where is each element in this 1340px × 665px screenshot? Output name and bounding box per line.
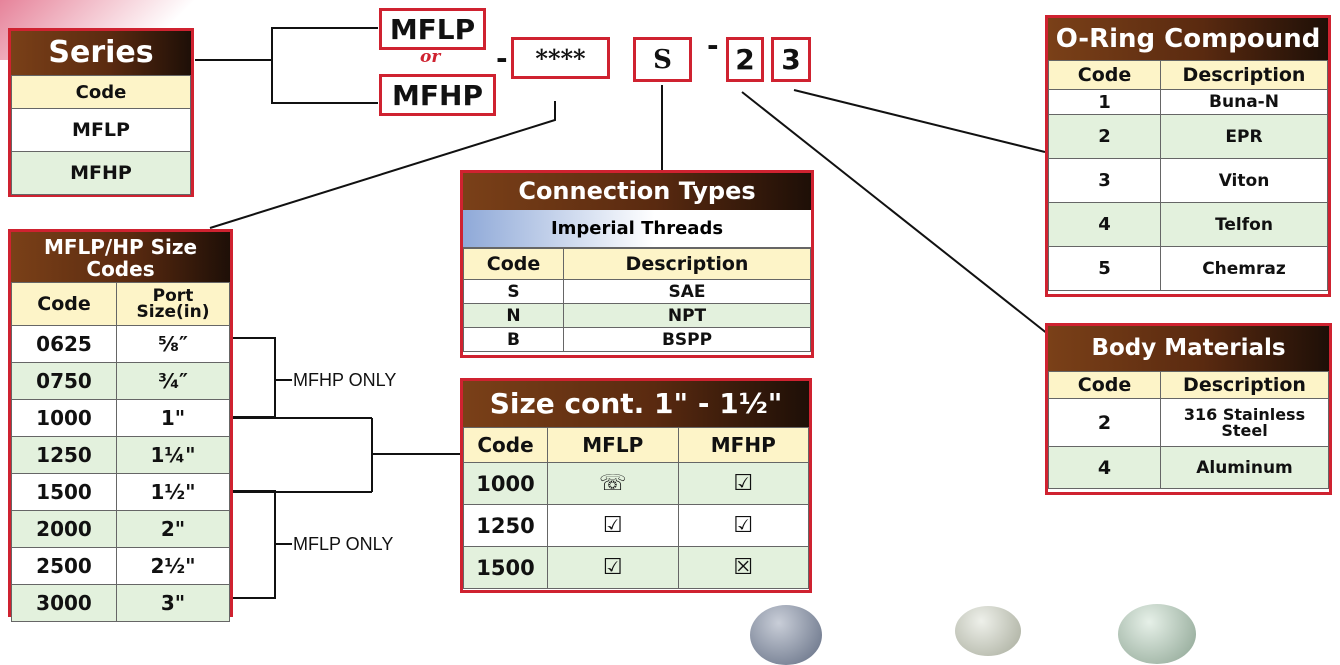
check-icon: ☑ xyxy=(547,546,679,589)
dash-2: - xyxy=(707,29,719,62)
series-table: Code MFLP MFHP xyxy=(11,75,191,195)
series-row: MFHP xyxy=(11,151,191,195)
connection-types-title: Connection Types xyxy=(463,173,811,210)
conn-code-cell: B xyxy=(463,327,564,352)
cont-code-cell: 1250 xyxy=(463,504,548,547)
oring-code-cell: 3 xyxy=(1048,158,1161,203)
conn-desc-cell: SAE xyxy=(563,279,811,304)
series-bottom-label: MFHP xyxy=(392,78,483,112)
series-box-top: MFLP xyxy=(379,8,486,50)
conn-code-cell: S xyxy=(463,279,564,304)
oring-title: O-Ring Compound xyxy=(1048,18,1328,60)
size-cont-panel: Size cont. 1" - 1½" Code MFLP MFHP 1000 … xyxy=(460,378,812,593)
conn-code-cell: N xyxy=(463,303,564,328)
size-code-value: **** xyxy=(535,43,586,73)
size-cont-table: Code MFLP MFHP 1000 ☏ ☑ 1250 ☑ ☑ 1500 ☑ … xyxy=(463,427,809,589)
body-header-code: Code xyxy=(1048,371,1161,399)
series-row: MFLP xyxy=(11,108,191,152)
oring-header-desc: Description xyxy=(1160,60,1328,90)
oring-code-cell: 4 xyxy=(1048,202,1161,247)
size-codes-title: MFLP/HP Size Codes xyxy=(11,232,230,282)
oring-header-code: Code xyxy=(1048,60,1161,90)
conn-desc-cell: NPT xyxy=(563,303,811,328)
size-code-cell: 0750 xyxy=(11,362,117,400)
imperial-threads-label: Imperial Threads xyxy=(463,210,811,248)
cont-header-mfhp: MFHP xyxy=(677,427,809,463)
size-code-cell: 2500 xyxy=(11,547,117,585)
product-image xyxy=(750,605,822,665)
oring-code-cell: 5 xyxy=(1048,246,1161,291)
cont-code-cell: 1500 xyxy=(463,546,548,589)
check-icon: ☑ xyxy=(677,504,809,547)
product-image xyxy=(955,606,1021,656)
size-code-cell: 3000 xyxy=(11,584,117,622)
size-code-cell: 1000 xyxy=(11,399,117,437)
body-code-cell: 2 xyxy=(1048,398,1161,447)
port-size-cell: 1¼" xyxy=(116,436,230,474)
conn-desc-cell: BSPP xyxy=(563,327,811,352)
phone-icon: ☏ xyxy=(547,462,679,505)
cont-header-code: Code xyxy=(463,427,548,463)
body-materials-title: Body Materials xyxy=(1048,326,1329,371)
oring-value: 3 xyxy=(781,43,801,76)
port-size-cell: 1" xyxy=(116,399,230,437)
body-code-cell: 4 xyxy=(1048,446,1161,489)
mfhp-only-note: MFHP ONLY xyxy=(293,370,397,390)
size-cont-title: Size cont. 1" - 1½" xyxy=(463,381,809,427)
cont-header-mflp: MFLP xyxy=(547,427,679,463)
product-image xyxy=(1118,604,1196,664)
oring-desc-cell: Buna-N xyxy=(1160,89,1328,115)
oring-desc-cell: Viton xyxy=(1160,158,1328,203)
connection-value: S xyxy=(653,44,672,75)
size-code-cell: 1250 xyxy=(11,436,117,474)
check-icon: ☑ xyxy=(547,504,679,547)
connection-types-panel: Connection Types Imperial Threads Code D… xyxy=(460,170,814,358)
size-codes-panel: MFLP/HP Size Codes Code Port Size(in) 06… xyxy=(8,229,233,622)
port-size-cell: 3" xyxy=(116,584,230,622)
body-desc-cell: Aluminum xyxy=(1160,446,1329,489)
port-size-cell: ⁵⁄₈″ xyxy=(116,325,230,363)
size-code-cell: 0625 xyxy=(11,325,117,363)
oring-desc-cell: EPR xyxy=(1160,114,1328,159)
body-header-desc: Description xyxy=(1160,371,1329,399)
conn-header-desc: Description xyxy=(563,248,811,280)
connection-box: S xyxy=(633,37,692,82)
cont-code-cell: 1000 xyxy=(463,462,548,505)
series-header-code: Code xyxy=(11,75,191,109)
size-code-box: **** xyxy=(511,37,610,79)
size-header-port: Port Size(in) xyxy=(116,282,230,326)
body-desc-cell: 316 Stainless Steel xyxy=(1160,398,1329,447)
size-code-cell: 1500 xyxy=(11,473,117,511)
series-panel: Series Code MFLP MFHP xyxy=(8,28,194,197)
conn-header-code: Code xyxy=(463,248,564,280)
dash-1: - xyxy=(496,42,508,75)
port-size-cell: 1½" xyxy=(116,473,230,511)
oring-code-cell: 1 xyxy=(1048,89,1161,115)
size-code-cell: 2000 xyxy=(11,510,117,548)
oring-box: 3 xyxy=(771,37,811,82)
or-label: or xyxy=(420,47,441,67)
oring-desc-cell: Telfon xyxy=(1160,202,1328,247)
port-size-cell: ³⁄₄″ xyxy=(116,362,230,400)
body-material-value: 2 xyxy=(735,43,755,76)
body-material-box: 2 xyxy=(726,37,764,82)
check-icon: ☑ xyxy=(677,462,809,505)
connector-lines xyxy=(195,27,1059,599)
port-size-cell: 2½" xyxy=(116,547,230,585)
oring-code-cell: 2 xyxy=(1048,114,1161,159)
series-top-label: MFLP xyxy=(389,12,476,46)
cross-icon: ☒ xyxy=(677,546,809,589)
port-size-cell: 2" xyxy=(116,510,230,548)
series-box-bottom: MFHP xyxy=(379,74,496,116)
series-title: Series xyxy=(11,31,191,75)
oring-desc-cell: Chemraz xyxy=(1160,246,1328,291)
mflp-only-note: MFLP ONLY xyxy=(293,534,394,554)
size-header-code: Code xyxy=(11,282,117,326)
